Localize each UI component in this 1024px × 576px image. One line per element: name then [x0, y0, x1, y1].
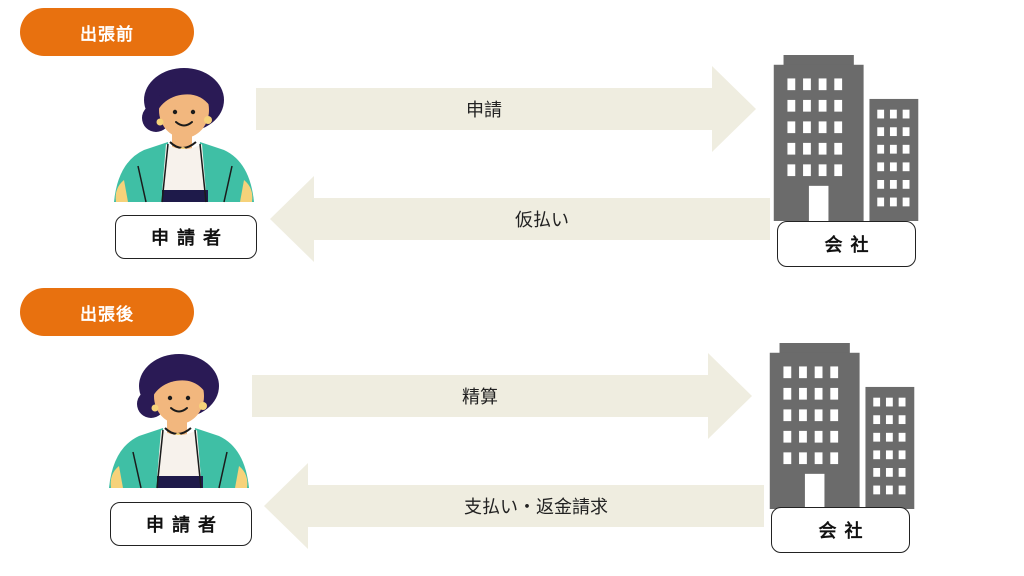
arrow-label-application: 申請	[466, 100, 502, 121]
arrow-to-company	[256, 66, 756, 152]
person-applicant-icon	[104, 62, 254, 212]
arrow-to-applicant	[264, 463, 764, 549]
applicant-label: 申請者	[110, 502, 252, 546]
arrow-to-applicant	[270, 176, 770, 262]
office-building-icon	[768, 343, 918, 509]
arrow-label-settlement: 精算	[462, 387, 498, 408]
person-applicant-icon	[99, 348, 249, 498]
arrow-to-company	[252, 353, 752, 439]
section-after-trip: 出張後 申請者 精算 支払い・返金請求 会社	[0, 285, 1024, 576]
phase-badge-after: 出張後	[20, 288, 194, 336]
arrow-label-advance-payment: 仮払い	[515, 210, 569, 231]
applicant-label: 申請者	[115, 215, 257, 259]
phase-badge-before: 出張前	[20, 8, 194, 56]
company-label: 会社	[777, 221, 916, 267]
office-building-icon	[772, 55, 922, 221]
arrow-label-payment-refund-request: 支払い・返金請求	[464, 497, 608, 518]
section-before-trip: 出張前 申請者 申請 仮払い 会社	[0, 0, 1024, 285]
company-label: 会社	[771, 507, 910, 553]
